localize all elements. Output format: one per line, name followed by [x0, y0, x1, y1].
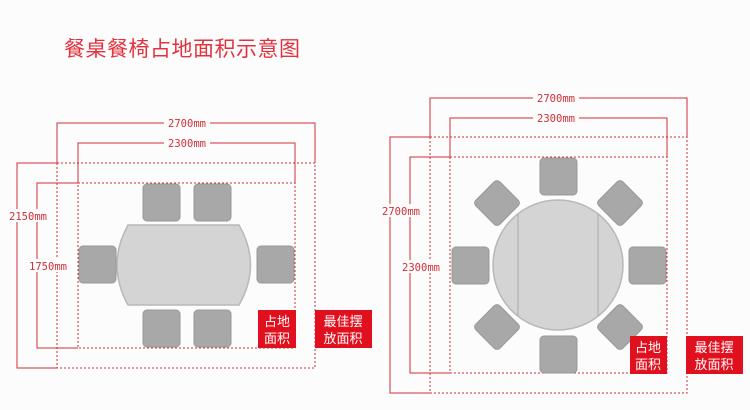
chair	[256, 245, 295, 284]
best-label-line2: 放面积	[694, 358, 733, 373]
outer-depth-label: 2150mm	[9, 211, 47, 223]
outer-width-label: 2700mm	[537, 93, 575, 105]
chair	[78, 245, 117, 284]
best-label-line1: 最佳摆	[694, 341, 733, 356]
page-title: 餐桌餐椅占地面积示意图	[64, 37, 301, 61]
inner-depth-label: 1750mm	[29, 261, 67, 273]
chair	[193, 183, 232, 222]
chair	[474, 180, 520, 226]
chair	[474, 304, 520, 350]
best-label-line1: 最佳摆	[323, 315, 362, 330]
chair	[142, 183, 181, 222]
best-area-outline	[56, 162, 316, 369]
outer-depth-bracket	[389, 136, 430, 394]
inner-depth-label: 2300mm	[402, 262, 440, 274]
best-area-badge	[686, 336, 743, 374]
inner-width-label: 2300mm	[537, 113, 575, 125]
occupied-label-line1: 占地	[264, 315, 290, 330]
round-table-diagram: 2700mm 2300mm 2700mm 2300mm 占地 面积 最佳摆 放面…	[378, 91, 743, 394]
best-area-badge	[315, 310, 372, 348]
occupied-label-line2: 面积	[635, 358, 661, 373]
occupied-area-badge	[258, 310, 296, 348]
chair	[539, 157, 578, 196]
occupied-area-badge	[630, 336, 667, 374]
occupied-label-line1: 占地	[635, 341, 661, 356]
occupied-label-line2: 面积	[264, 332, 290, 347]
chair	[539, 335, 578, 374]
chair	[597, 180, 643, 226]
round-table	[492, 199, 624, 331]
best-label-line2: 放面积	[323, 332, 362, 347]
rectangular-table	[116, 224, 252, 306]
chair	[142, 309, 181, 348]
outer-width-label: 2700mm	[168, 118, 206, 130]
chair	[451, 246, 490, 285]
outer-depth-bracket	[16, 162, 57, 369]
outer-depth-label: 2700mm	[382, 206, 420, 218]
inner-width-label: 2300mm	[168, 138, 206, 150]
chair	[193, 309, 232, 348]
chair	[628, 246, 667, 285]
occupied-area-outline	[77, 182, 296, 349]
rect-table-diagram: 2700mm 2300mm 2150mm 1750mm 占地 面积 最佳摆 放面…	[5, 116, 372, 369]
